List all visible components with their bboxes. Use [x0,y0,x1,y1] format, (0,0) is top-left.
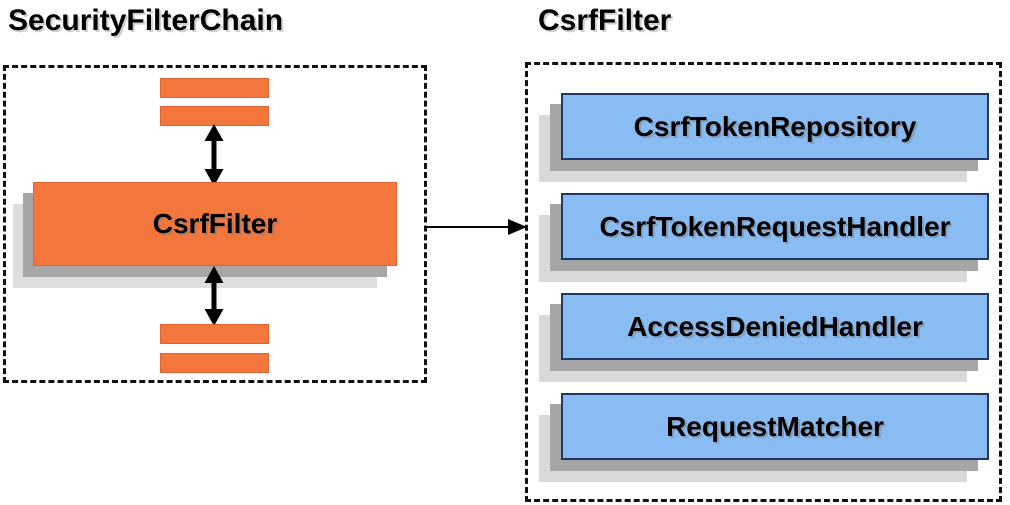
filter-bar-top-1 [160,78,269,98]
filter-bar-bottom-1 [160,324,269,344]
up-down-arrow-icon [204,266,224,326]
csrf-filter-box-label: CsrfFilter [152,208,278,239]
component-label: RequestMatcher [666,410,884,442]
component-label: CsrfTokenRepository [633,110,917,142]
component-access-denied-handler: AccessDeniedHandler [561,293,989,360]
security-filter-chain-container: CsrfFilter [3,65,427,383]
component-label: AccessDeniedHandler [627,310,923,342]
component-label: CsrfTokenRequestHandler [599,210,951,242]
csrf-filter-detail-container: CsrfTokenRepository CsrfTokenRequestHand… [525,62,1002,502]
component-csrf-token-repository: CsrfTokenRepository [561,93,989,160]
right-arrow-icon [427,219,527,235]
component-csrf-token-request-handler: CsrfTokenRequestHandler [561,193,989,260]
csrf-filter-box: CsrfFilter [33,182,397,266]
left-panel-title: SecurityFilterChain [8,4,284,37]
filter-bar-bottom-2 [160,353,269,373]
up-down-arrow-icon [204,124,224,186]
component-request-matcher: RequestMatcher [561,393,989,460]
right-panel-title: CsrfFilter [538,4,672,37]
filter-bar-top-2 [160,106,269,126]
